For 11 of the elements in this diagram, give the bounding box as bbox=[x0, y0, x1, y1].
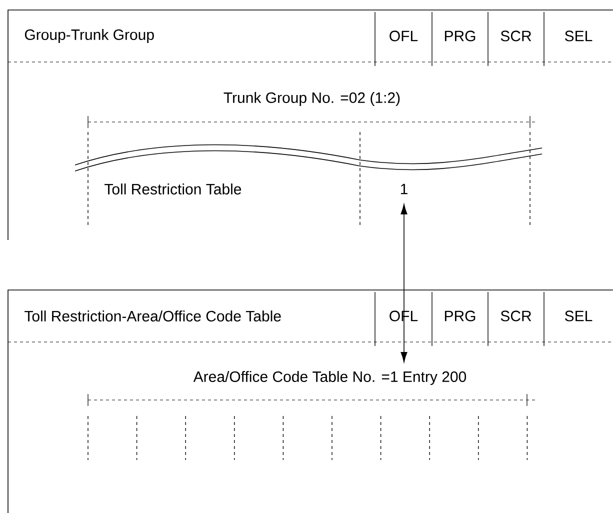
column-label: SEL bbox=[565, 310, 592, 322]
column-label: PRG bbox=[444, 310, 476, 322]
table-cell: Toll Restriction Table bbox=[104, 184, 242, 194]
table: Area/Office Code Table No. =1 Entry 200 bbox=[88, 371, 536, 460]
column-label: SCR bbox=[500, 30, 532, 42]
table-cell: 1 bbox=[400, 184, 408, 194]
column-label: SEL bbox=[565, 30, 592, 42]
column-label: OFL bbox=[390, 30, 418, 42]
column-label: PRG bbox=[444, 30, 476, 42]
column-label: SCR bbox=[500, 310, 532, 322]
arrow bbox=[400, 204, 408, 362]
